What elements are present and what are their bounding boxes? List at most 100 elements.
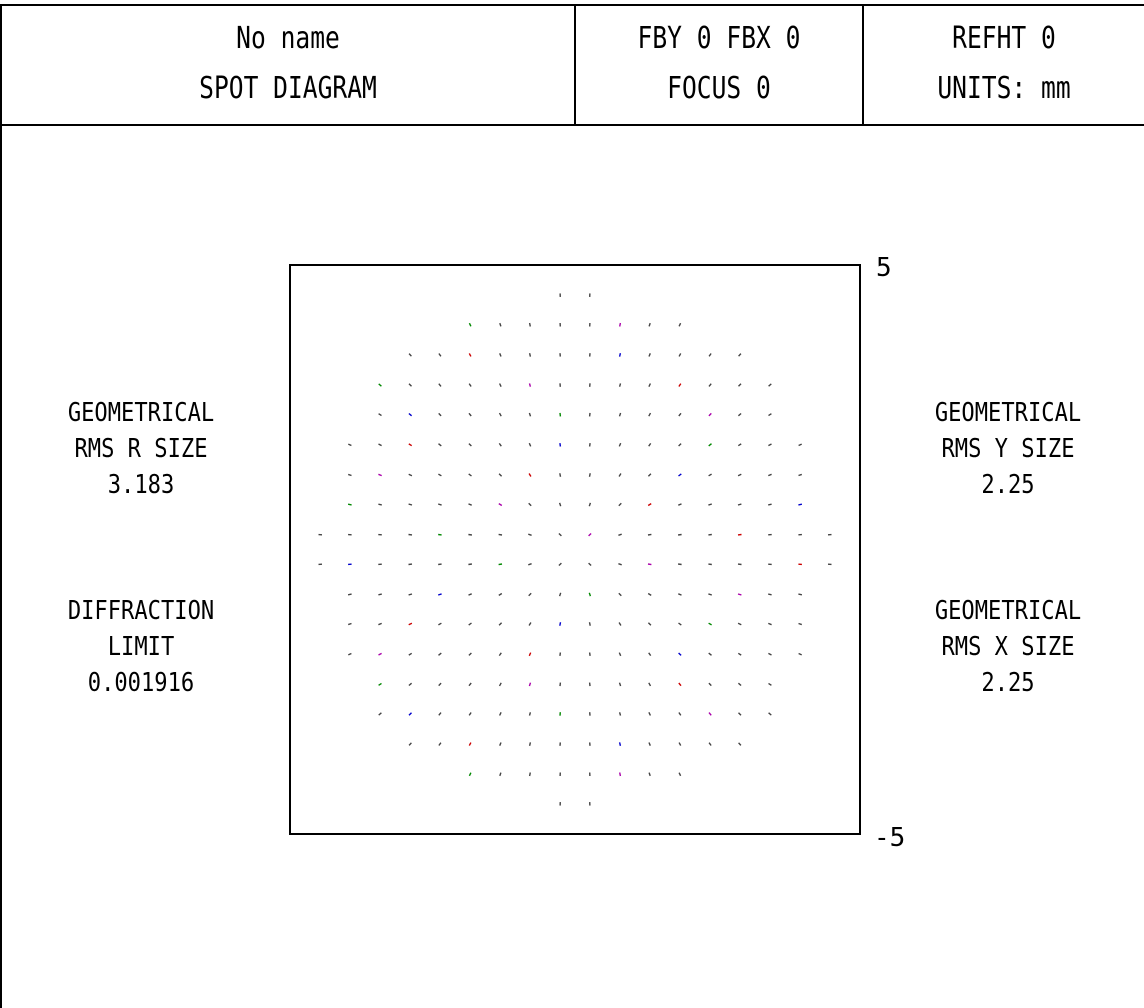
spot-point [408,742,412,746]
spot-point [498,592,503,596]
spot-point [528,652,532,657]
spot-point [768,652,772,656]
spot-point [588,562,592,567]
spot-point [498,712,502,716]
spot-point [437,593,442,596]
header-field-cell: FBY 0 FBX 0 FOCUS 0 [602,4,837,124]
spot-point [708,652,712,656]
spot-point [498,412,502,417]
spot-point [678,353,682,357]
spot-point [378,622,382,626]
spot-point [737,622,742,626]
spot-point [708,503,713,506]
header-divider [574,4,576,124]
spot-point [468,473,472,477]
spot-point [678,593,682,596]
spot-point [348,443,352,447]
spot-point [647,533,652,536]
rms-x-size-block: GEOMETRICAL RMS X SIZE 2.25 [889,593,1127,701]
spot-point [498,383,502,387]
spot-point [647,503,652,507]
spot-point [498,442,502,447]
spot-point [737,682,742,687]
spot-point [468,742,472,746]
diffraction-value: 0.001916 [87,668,195,698]
spot-point [588,652,591,657]
spot-point [618,353,622,357]
spot-point [678,563,682,566]
spot-point [498,503,503,507]
spot-point [408,473,413,477]
spot-point [708,443,712,447]
spot-point [559,473,562,477]
spot-point [768,712,772,716]
spot-point [647,473,652,477]
spot-point [708,473,712,477]
spot-point [528,383,532,387]
spot-point [737,652,742,656]
spot-point [499,742,502,746]
spot-point [768,443,772,447]
spot-point [468,533,472,536]
spot-point [468,503,472,506]
spot-point [647,622,652,626]
header-units-cell: REFHT 0 UNITS: mm [889,4,1119,124]
spot-point [499,353,502,357]
header-title-cell: No name SPOT DIAGRAM [53,4,522,124]
spot-point [408,593,413,596]
spot-point [378,652,382,656]
spot-point [618,383,622,387]
spot-point [678,322,682,327]
spot-point [588,532,592,537]
spot-point [468,412,472,417]
spot-point [768,503,772,506]
diffraction-label-line2: LIMIT [107,632,175,662]
field-coordinates: FBY 0 FBX 0 [637,21,801,56]
spot-point [348,652,352,656]
spot-point [528,622,532,626]
spot-point [798,473,803,477]
spot-point [588,592,592,597]
spot-point [648,383,652,387]
spot-point [708,742,712,746]
spot-point [468,383,472,387]
spot-point [408,622,413,626]
spot-point [558,532,562,537]
spot-point [438,622,442,626]
spot-point [499,322,502,327]
rms-r-label-line2: RMS R SIZE [74,434,208,464]
spot-point [408,353,412,357]
spot-point [708,622,712,626]
spot-point [499,772,502,777]
spot-point [528,442,532,447]
spot-point [468,712,472,716]
spot-point [647,563,652,566]
spot-point [648,652,652,657]
spot-point [468,652,472,656]
spot-point [648,772,651,777]
spot-point [618,712,622,716]
spot-point [618,473,622,477]
spot-point [378,593,382,596]
spot-point [378,413,382,417]
spot-point [468,682,472,687]
spot-point [498,682,502,687]
spot-point [528,712,532,716]
spot-point [468,593,472,596]
rms-y-value: 2.25 [981,470,1035,500]
spot-point [438,383,442,387]
rms-y-size-block: GEOMETRICAL RMS Y SIZE 2.25 [889,395,1127,503]
spot-point [437,503,442,506]
spot-point [648,442,652,447]
spot-point [468,772,472,777]
rms-r-label-line1: GEOMETRICAL [67,398,215,428]
spot-point [528,742,532,746]
spot-point [347,622,352,626]
spot-point [738,353,742,357]
spot-point [738,383,742,387]
spot-point [737,473,742,477]
spot-point [618,592,622,597]
spot-point [618,412,622,417]
spot-point [408,383,412,387]
spot-point [708,353,712,357]
